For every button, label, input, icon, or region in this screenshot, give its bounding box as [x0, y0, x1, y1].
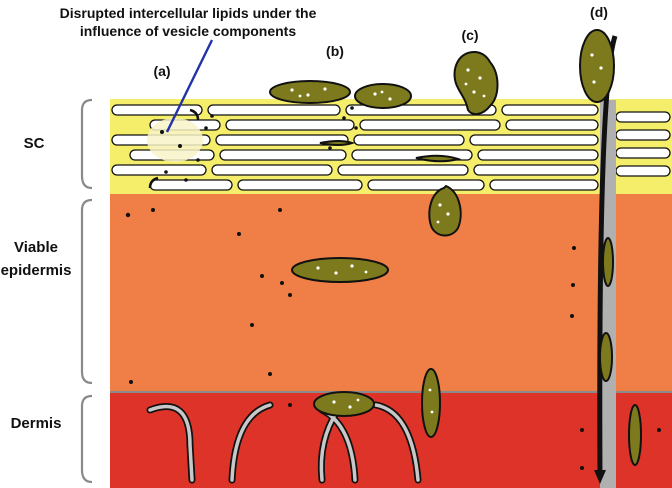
dermal-capillaries: [146, 401, 422, 484]
vesicle-d2: [602, 237, 614, 287]
vesicle-dermis-2: [421, 368, 441, 438]
marker-c: (c): [461, 27, 478, 43]
marker-a: (a): [153, 63, 170, 79]
sc-bracket: [80, 98, 93, 190]
vesicle-d1: [579, 29, 615, 103]
disrupted-lipid-region: [147, 108, 203, 189]
annotation-line-2: influence of vesicle components: [80, 23, 296, 39]
layer-label-viable-2: epidermis: [1, 262, 72, 279]
corneocytes: [111, 104, 671, 191]
marker-d: (d): [590, 4, 608, 20]
layer-label-viable-1: Viable: [14, 239, 58, 256]
annotation-pointer-line: [165, 39, 214, 133]
viable-epidermis-layer: [110, 194, 672, 392]
vesicle-b1: [269, 80, 351, 104]
vesicles: [269, 29, 642, 466]
annotation-line-1: Disrupted intercellular lipids under the: [60, 5, 317, 21]
vesicle-b3: [319, 140, 356, 146]
vesicle-b4: [415, 154, 462, 163]
vesicle-epidermis: [291, 257, 389, 283]
layer-label-dermis: Dermis: [11, 415, 62, 432]
dermis-bracket: [80, 394, 93, 484]
vesicle-d3: [599, 332, 613, 382]
layer-brackets: [80, 98, 93, 484]
vesicle-d4: [628, 404, 642, 466]
epidermis-bracket: [80, 198, 93, 385]
drug-particles: [125, 106, 661, 470]
vesicle-b2: [354, 83, 412, 109]
marker-b: (b): [326, 43, 344, 59]
vesicle-c1: [453, 50, 499, 116]
vesicle-dermis-1: [313, 391, 375, 417]
layer-label-sc: SC: [24, 135, 45, 152]
vesicle-contents: [290, 53, 603, 414]
